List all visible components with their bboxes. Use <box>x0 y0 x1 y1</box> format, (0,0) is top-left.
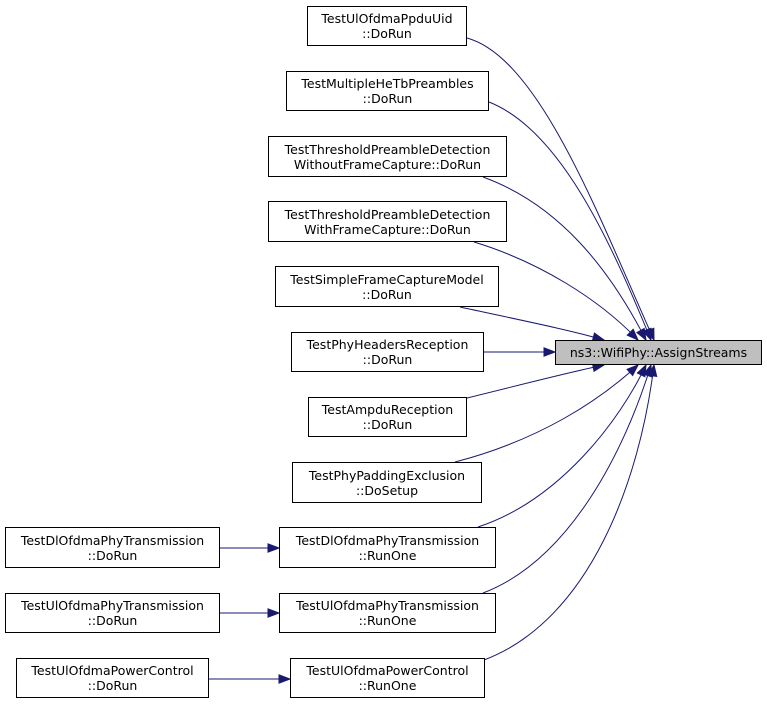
caller-node-line1: TestAmpduReception <box>321 402 454 417</box>
caller-node-line1: TestPhyPaddingExclusion <box>308 467 466 483</box>
caller-node-line2: ::DoRun <box>362 91 413 106</box>
caller-node-test-phy-padding-exclusion[interactable]: TestPhyPaddingExclusion ::DoSetup <box>292 462 482 503</box>
caller-node-test-ampdu-reception[interactable]: TestAmpduReception ::DoRun <box>308 397 467 437</box>
caller-node-test-multiple-he-tb-preambles[interactable]: TestMultipleHeTbPreambles ::DoRun <box>286 71 489 111</box>
caller-node-line2: ::DoRun <box>87 547 138 563</box>
caller-node-test-phy-headers-reception[interactable]: TestPhyHeadersReception ::DoRun <box>291 332 484 372</box>
edge-threshold-without-capture-line <box>482 176 647 341</box>
caller-node-line2: ::DoRun <box>362 286 412 302</box>
caller-node-line2: ::RunOne <box>358 547 417 563</box>
edge-dl-ofdma-run-one-line <box>477 364 647 528</box>
edge-ul-power-control-run-one <box>483 363 658 661</box>
caller-node-line1: TestDlOfdmaPhyTransmission <box>20 532 205 548</box>
caller-node-line1: TestPhyHeadersReception <box>306 337 469 352</box>
edge-ul-ofdma-run-one-line <box>482 364 652 594</box>
caller-node-line1: TestUlOfdmaPowerControl <box>31 663 194 678</box>
edge-threshold-without-capture-arrowhead <box>636 327 647 342</box>
caller-node-line2: WithFrameCapture::DoRun <box>304 221 471 237</box>
target-node-label: ns3::WifiPhy::AssignStreams <box>569 345 748 360</box>
caller-node-test-simple-frame-capture-model[interactable]: TestSimpleFrameCaptureModel ::DoRun <box>275 266 499 307</box>
caller-node-line2: ::DoRun <box>87 678 138 693</box>
caller-node-line1: TestUlOfdmaPhyTransmission <box>21 598 204 613</box>
caller-node-test-ul-ofdma-phy-transmission-do-run[interactable]: TestUlOfdmaPhyTransmission ::DoRun <box>5 593 220 633</box>
edge-threshold-with-capture-arrowhead <box>626 328 639 341</box>
caller-node-line1: TestMultipleHeTbPreambles <box>301 76 474 91</box>
edge-phy-headers-reception-arrowhead <box>543 347 557 357</box>
edge-ampdu-reception-line <box>466 364 605 399</box>
edge-ul-power-control-run-one-line <box>483 364 655 661</box>
edge-threshold-with-capture-line <box>473 241 639 341</box>
caller-node-test-ul-ofdma-power-control-do-run[interactable]: TestUlOfdmaPowerControl ::DoRun <box>16 658 209 698</box>
caller-node-line1: TestThresholdPreambleDetection <box>284 206 491 222</box>
caller-node-line1: TestUlOfdmaPhyTransmission <box>296 598 479 613</box>
edge-ul-ofdma-do-run-arrowhead <box>267 608 281 618</box>
edge-ul-ofdma-run-one <box>482 363 653 594</box>
caller-node-line2: WithoutFrameCapture::DoRun <box>293 156 482 172</box>
edge-phy-padding-exclusion-line <box>454 364 639 463</box>
edge-dl-ofdma-do-run <box>220 543 281 553</box>
target-node: ns3::WifiPhy::AssignStreams <box>555 340 762 365</box>
caller-node-line1: TestDlOfdmaPhyTransmission <box>295 532 480 548</box>
caller-node-line2: ::DoRun <box>362 417 413 432</box>
edge-phy-padding-exclusion-arrowhead <box>626 364 640 377</box>
edge-ul-power-control-do-run-arrowhead <box>278 674 292 684</box>
caller-node-test-dl-ofdma-phy-transmission-do-run[interactable]: TestDlOfdmaPhyTransmission ::DoRun <box>5 527 220 568</box>
caller-node-line2: ::DoRun <box>87 613 138 628</box>
caller-node-line2: ::DoSetup <box>355 482 419 498</box>
edge-threshold-without-capture <box>482 176 647 342</box>
edge-simple-frame-capture-line <box>459 306 605 341</box>
caller-node-line2: ::RunOne <box>358 613 417 628</box>
caller-node-test-ul-ofdma-ppdu-uid[interactable]: TestUlOfdmaPpduUid ::DoRun <box>307 6 467 46</box>
edge-ampdu-reception <box>466 362 606 399</box>
caller-node-line2: ::DoRun <box>362 352 413 367</box>
edge-dl-ofdma-do-run-arrowhead <box>267 543 281 553</box>
caller-node-test-dl-ofdma-phy-transmission-run-one[interactable]: TestDlOfdmaPhyTransmission ::RunOne <box>279 527 496 568</box>
edge-multiple-he-tb-preambles-line <box>488 101 652 341</box>
edge-ul-power-control-do-run <box>209 674 292 684</box>
edge-ul-ofdma-ppdu-uid-line <box>466 37 655 341</box>
caller-node-line1: TestThresholdPreambleDetection <box>284 141 491 157</box>
caller-node-line1: TestSimpleFrameCaptureModel <box>290 271 484 287</box>
caller-node-line2: ::RunOne <box>358 678 417 693</box>
edge-ul-ofdma-do-run <box>220 608 281 618</box>
edge-phy-padding-exclusion <box>454 364 640 463</box>
caller-node-test-threshold-preamble-detection-without-frame-capture[interactable]: TestThresholdPreambleDetection WithoutFr… <box>268 136 507 177</box>
caller-node-test-threshold-preamble-detection-with-frame-capture[interactable]: TestThresholdPreambleDetection WithFrame… <box>268 201 507 242</box>
caller-node-line1: TestUlOfdmaPpduUid <box>321 11 453 26</box>
edge-ul-power-control-run-one-arrowhead <box>647 363 658 378</box>
edge-multiple-he-tb-preambles <box>488 101 652 342</box>
edge-phy-headers-reception <box>484 347 557 357</box>
caller-node-line1: TestUlOfdmaPowerControl <box>306 663 469 678</box>
caller-node-test-ul-ofdma-power-control-run-one[interactable]: TestUlOfdmaPowerControl ::RunOne <box>290 658 485 698</box>
edge-threshold-with-capture <box>473 241 639 341</box>
caller-node-line2: ::DoRun <box>362 26 412 41</box>
edge-simple-frame-capture <box>459 306 606 342</box>
caller-node-test-ul-ofdma-phy-transmission-run-one[interactable]: TestUlOfdmaPhyTransmission ::RunOne <box>279 593 496 633</box>
